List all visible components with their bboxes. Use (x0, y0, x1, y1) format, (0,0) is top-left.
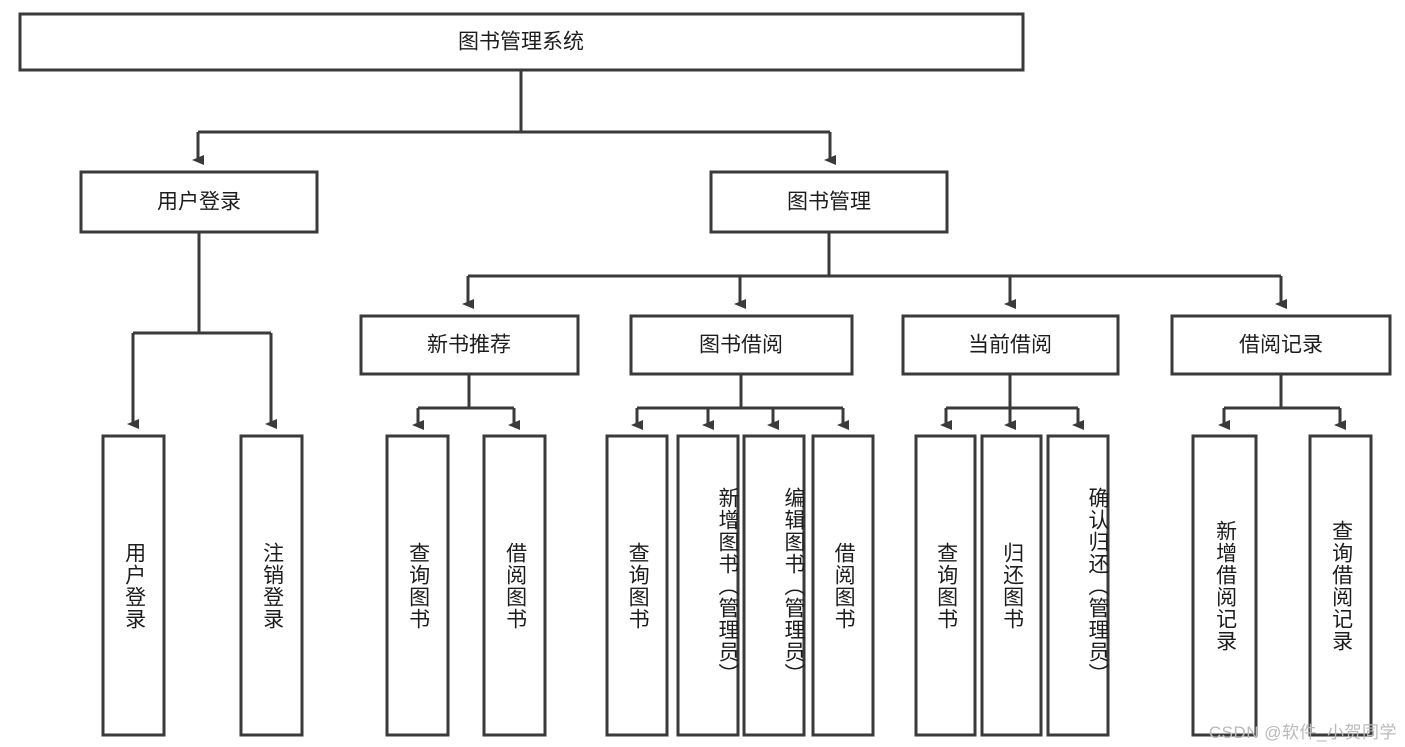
leaf-box-logout[interactable] (239, 434, 304, 737)
leaf-box-add-record[interactable] (1191, 434, 1258, 737)
node-book-borrow-box[interactable] (629, 314, 854, 376)
leaf-box-query-book-2[interactable] (605, 434, 669, 737)
leaf-box-add-book[interactable] (676, 434, 740, 737)
node-new-book-recommend-box[interactable] (359, 314, 580, 376)
watermark-text: CSDN @软件_小贺同学 (1208, 723, 1397, 742)
node-book-management-label: 图书管理 (787, 191, 871, 214)
node-root-label: 图书管理系统 (458, 31, 584, 54)
node-user-login-label: 用户登录 (157, 191, 241, 214)
leaf-box-query-book-1[interactable] (385, 434, 450, 737)
node-book-management-box[interactable] (709, 170, 949, 234)
node-root-box[interactable] (18, 12, 1025, 72)
leaf-box-query-book-3[interactable] (914, 434, 977, 737)
node-book-borrow-label: 图书借阅 (699, 334, 783, 357)
leaf-box-borrow-book-2[interactable] (811, 434, 875, 737)
leaf-box-confirm-return[interactable] (1046, 434, 1110, 737)
leaf-box-return-book[interactable] (980, 434, 1043, 737)
node-current-borrow-label: 当前借阅 (968, 334, 1052, 357)
leaf-box-borrow-book-1[interactable] (482, 434, 547, 737)
leaf-box-edit-book[interactable] (742, 434, 806, 737)
node-borrow-record-label: 借阅记录 (1239, 334, 1323, 357)
node-borrow-record-box[interactable] (1170, 314, 1392, 376)
node-current-borrow-box[interactable] (901, 314, 1120, 376)
leaf-box-query-record[interactable] (1308, 434, 1373, 737)
node-new-book-recommend-label: 新书推荐 (427, 334, 511, 357)
leaf-box-user-login[interactable] (101, 434, 166, 737)
